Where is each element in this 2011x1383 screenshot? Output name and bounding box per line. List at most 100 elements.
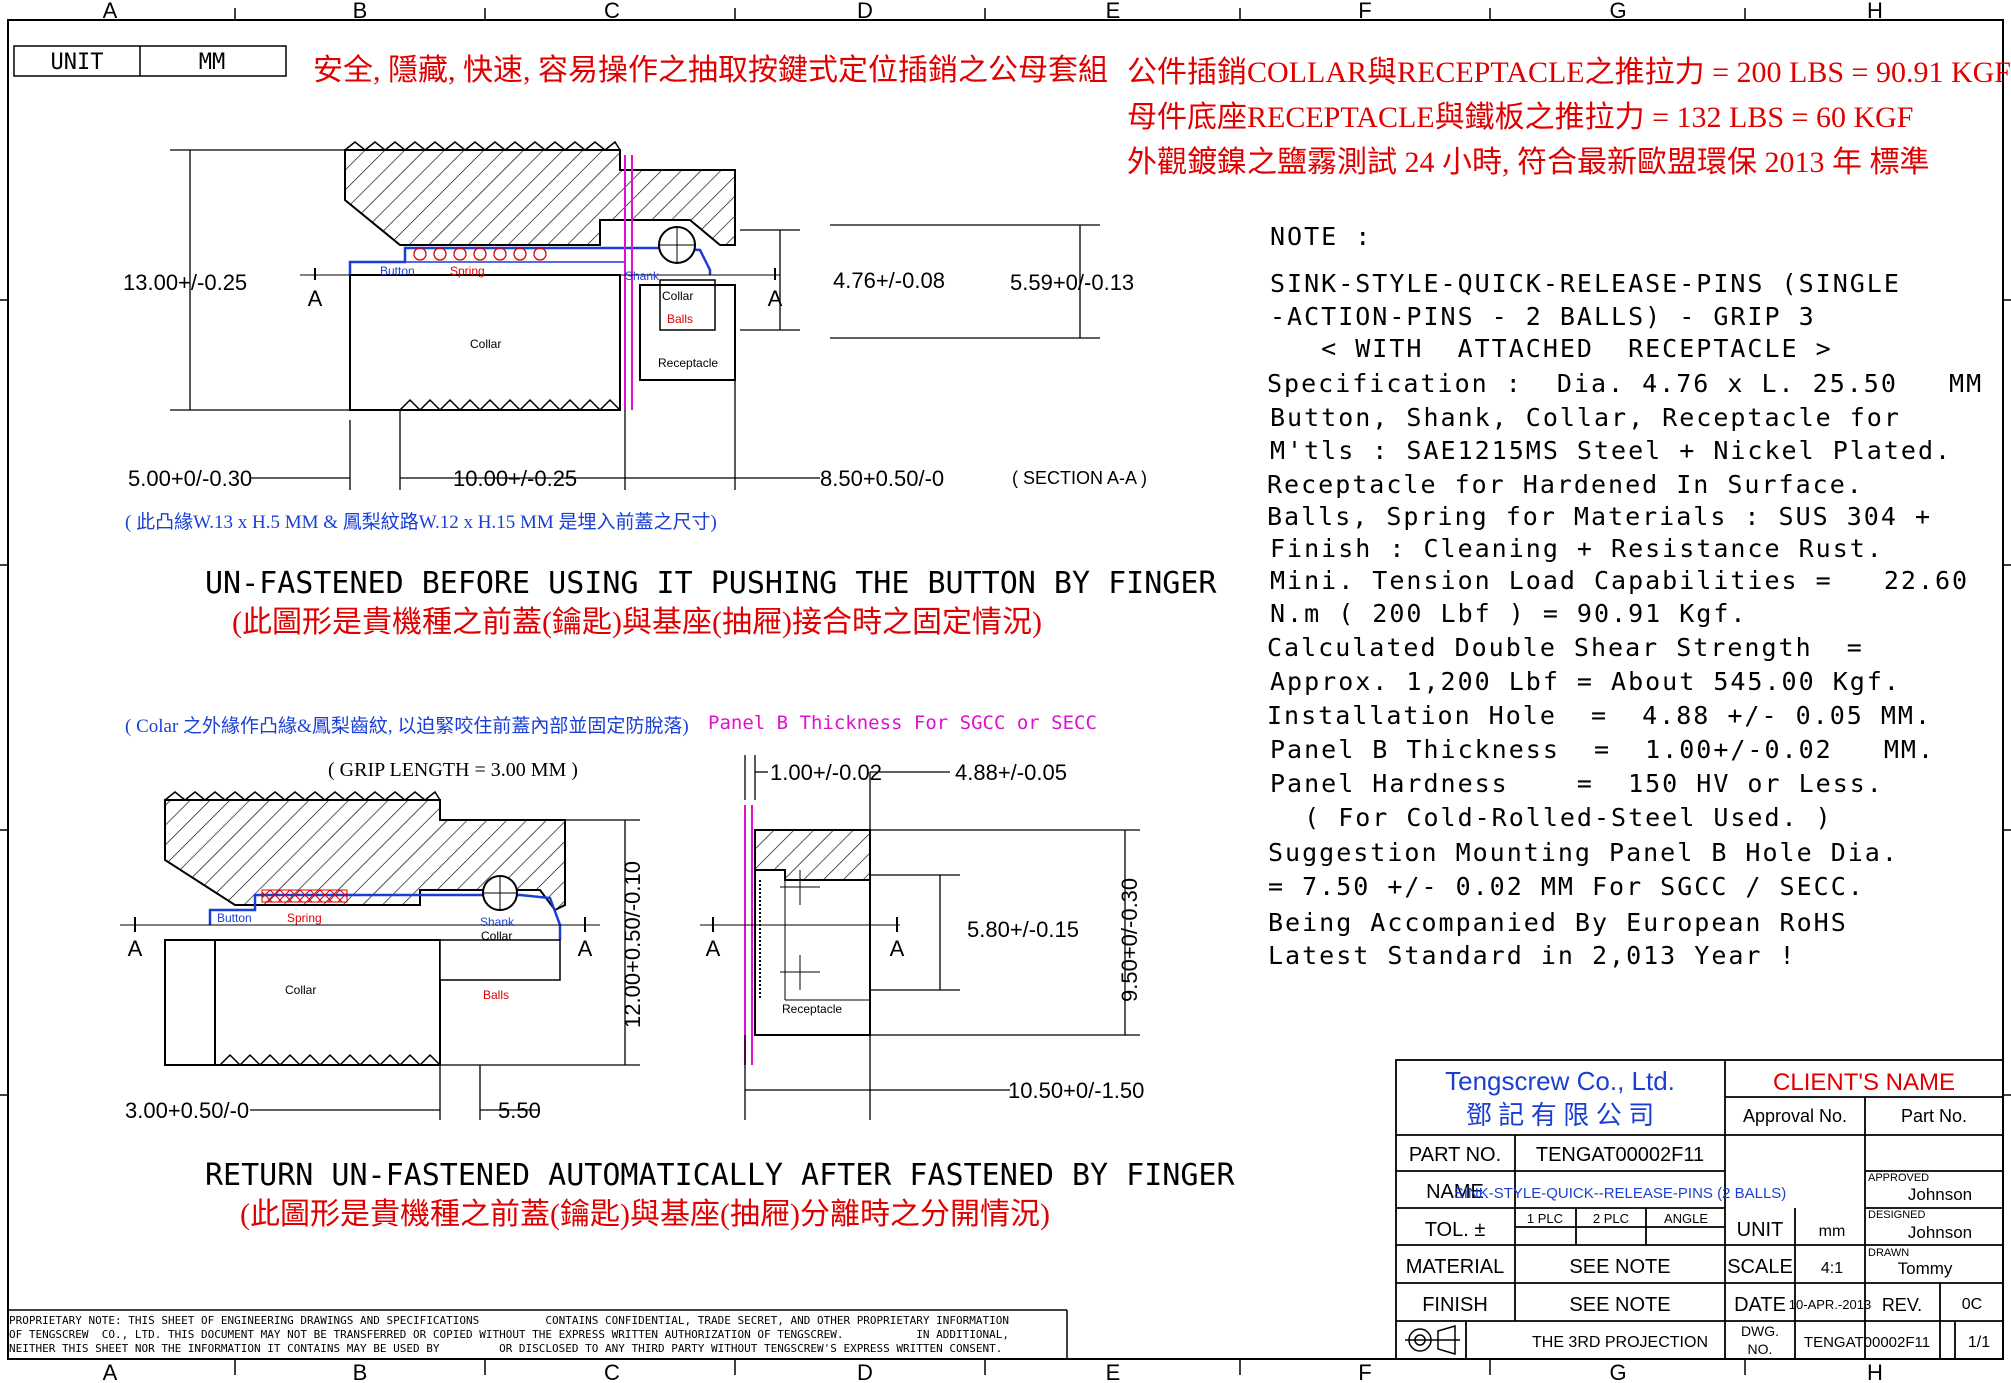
grid-letter: A [103, 0, 118, 23]
part-no-label: PART NO. [1409, 1144, 1501, 1166]
tol-col: 2 PLC [1593, 1211, 1629, 1226]
grid-letter: E [1106, 1360, 1121, 1383]
company-name-cn: 鄧 記 有 限 公 司 [1466, 1101, 1655, 1130]
balls-label: Balls [667, 312, 693, 326]
tol-col: 1 PLC [1527, 1211, 1563, 1226]
note-line: Specification : Dia. 4.76 x L. 25.50 MM [1267, 369, 1983, 398]
date-label: DATE [1734, 1294, 1786, 1316]
spec-line-3: 外觀鍍鎳之鹽霧測試 24 小時, 符合最新歐盟環保 2013 年 標準 [1127, 146, 1930, 179]
note-line: Mini. Tension Load Capabilities = 22.60 [1270, 566, 1969, 595]
notes-block: NOTE : SINK-STYLE-QUICK-RELEASE-PINS (SI… [1267, 222, 1983, 970]
note-line: M'tls : SAE1215MS Steel + Nickel Plated. [1270, 436, 1952, 465]
grid-letter: B [353, 0, 368, 23]
view1-caption-cn: (此圖形是貴機種之前蓋(鑰匙)與基座(抽屜)接合時之固定情況) [232, 606, 1042, 639]
unit-box: UNIT MM [13, 45, 287, 77]
view2-caption-en: RETURN UN-FASTENED AUTOMATICALLY AFTER F… [205, 1158, 1235, 1193]
sheet-border [7, 19, 2004, 1360]
section-mark: A [128, 936, 143, 961]
dim-mid: 10.00+/-0.25 [453, 466, 577, 491]
part-name: SINK-STYLE-QUICK--RELEASE-PINS (2 BALLS) [1454, 1185, 1787, 1202]
scale-value: 4:1 [1821, 1260, 1843, 1277]
dwg-label: NO. [1748, 1341, 1773, 1357]
scale-label: SCALE [1727, 1256, 1793, 1278]
dim-left: 5.00+0/-0.30 [128, 466, 252, 491]
projection-icon [1405, 1324, 1460, 1356]
dwg-no: TENGAT00002F11 [1804, 1334, 1930, 1351]
grid-letter: C [604, 0, 620, 23]
note-line: = 7.50 +/- 0.02 MM For SGCC / SECC. [1268, 872, 1865, 901]
unit-value: MM [199, 50, 226, 75]
designed-name: Johnson [1908, 1223, 1972, 1242]
dim-rec-outer: 9.50+0/-0.30 [1117, 878, 1142, 1002]
dim-rec-h: 5.80+/-0.15 [967, 917, 1079, 942]
header-title-cn: 安全, 隱藏, 快速, 容易操作之抽取按鍵式定位插銷之公母套組 [313, 54, 1108, 87]
spring-label: Spring [287, 911, 322, 925]
title-block-text: Tengscrew Co., Ltd. 鄧 記 有 限 公 司 CLIENT'S… [1406, 1066, 1990, 1357]
material-label: MATERIAL [1406, 1256, 1505, 1278]
button-label: Button [380, 264, 415, 278]
note-line: Latest Standard in 2,013 Year ! [1268, 941, 1797, 970]
view1-caption-en: UN-FASTENED BEFORE USING IT PUSHING THE … [205, 566, 1217, 601]
approval-no: Approval No. [1743, 1106, 1847, 1126]
section-mark: A [890, 936, 905, 961]
sheet-number: 1/1 [1968, 1334, 1990, 1351]
grid-letters-bottom: A B C D E F G H [103, 1360, 1883, 1383]
company-name-en: Tengscrew Co., Ltd. [1445, 1066, 1675, 1096]
part-no-value: TENGAT00002F11 [1536, 1144, 1704, 1166]
note-line: Calculated Double Shear Strength = [1267, 633, 1864, 662]
view1-dims: 13.00+/-0.25 4.76+/-0.08 5.59+0/-0.13 5.… [123, 268, 1147, 491]
designed-label: DESIGNED [1868, 1209, 1926, 1221]
grid-letter: H [1867, 0, 1883, 23]
rev-value: 0C [1962, 1296, 1982, 1313]
section-mark: A [706, 936, 721, 961]
dim-rec-len: 10.50+0/-1.50 [1008, 1078, 1144, 1103]
title-block [1395, 1059, 2004, 1360]
part-no-header: Part No. [1901, 1106, 1967, 1126]
grid-letter: B [353, 1360, 368, 1383]
section-mark: A [768, 286, 783, 311]
projection-label: THE 3RD PROJECTION [1532, 1334, 1708, 1351]
approved-name: Johnson [1908, 1185, 1972, 1204]
name-label: NAME [1426, 1181, 1484, 1203]
grid-letter: F [1358, 0, 1371, 23]
receptacle-label: Receptacle [782, 1002, 842, 1016]
proprietary-note: PROPRIETARY NOTE: THIS SHEET OF ENGINEER… [9, 1314, 1009, 1355]
grid-letter: D [857, 1360, 873, 1383]
button-label: Button [217, 911, 252, 925]
note-line: SINK-STYLE-QUICK-RELEASE-PINS (SINGLE [1270, 269, 1901, 298]
grid-letter: G [1609, 0, 1626, 23]
proprietary-line: NEITHER THIS SHEET NOR THE INFORMATION I… [9, 1342, 1002, 1355]
collar-label: Collar [285, 983, 316, 997]
view2-note-blue: ( Colar 之外緣作凸緣&鳳梨齒紋, 以迫緊咬住前蓋內部並固定防脫落) [125, 715, 689, 737]
dim-outer: 5.59+0/-0.13 [1010, 270, 1134, 295]
spec-line-2: 母件底座RECEPTACLE與鐵板之推拉力 = 132 LBS = 60 KGF [1127, 101, 1913, 134]
finish-label: FINISH [1422, 1294, 1488, 1316]
dim-right: 8.50+0.50/-0 [820, 466, 944, 491]
view2-caption-cn: (此圖形是貴機種之前蓋(鑰匙)與基座(抽屜)分離時之分開情況) [240, 1198, 1050, 1231]
section-mark: A [578, 936, 593, 961]
section-label: ( SECTION A-A ) [1012, 468, 1147, 488]
dim-hole: 4.88+/-0.05 [955, 760, 1067, 785]
grid-letters-top: A B C D E F G H [103, 0, 1883, 23]
grid-letter: G [1609, 1360, 1626, 1383]
finish-value: SEE NOTE [1569, 1294, 1670, 1316]
dim-panel: 1.00+/-0.02 [770, 760, 882, 785]
view1-drawing [300, 140, 780, 412]
panel-note: Panel B Thickness For SGCC or SECC [708, 712, 1097, 734]
dim-height: 13.00+/-0.25 [123, 270, 247, 295]
notes-heading: NOTE : [1270, 222, 1372, 251]
note-line: Installation Hole = 4.88 +/- 0.05 MM. [1267, 701, 1932, 730]
approved-label: APPROVED [1868, 1172, 1929, 1184]
note-line: Panel B Thickness = 1.00+/-0.02 MM. [1270, 735, 1935, 764]
dim-left: 3.00+0.50/-0 [125, 1098, 249, 1123]
note-line: Receptacle for Hardened In Surface. [1267, 470, 1864, 499]
shank-label: Shank [625, 269, 660, 283]
note-line: Suggestion Mounting Panel B Hole Dia. [1268, 838, 1899, 867]
view2-drawing [120, 790, 900, 1067]
section-mark: A [308, 286, 323, 311]
receptacle-label: Receptacle [658, 356, 718, 370]
note-line: Being Accompanied By European RoHS [1268, 908, 1848, 937]
grip-length: ( GRIP LENGTH = 3.00 MM ) [328, 759, 578, 781]
proprietary-line: PROPRIETARY NOTE: THIS SHEET OF ENGINEER… [9, 1314, 1009, 1327]
